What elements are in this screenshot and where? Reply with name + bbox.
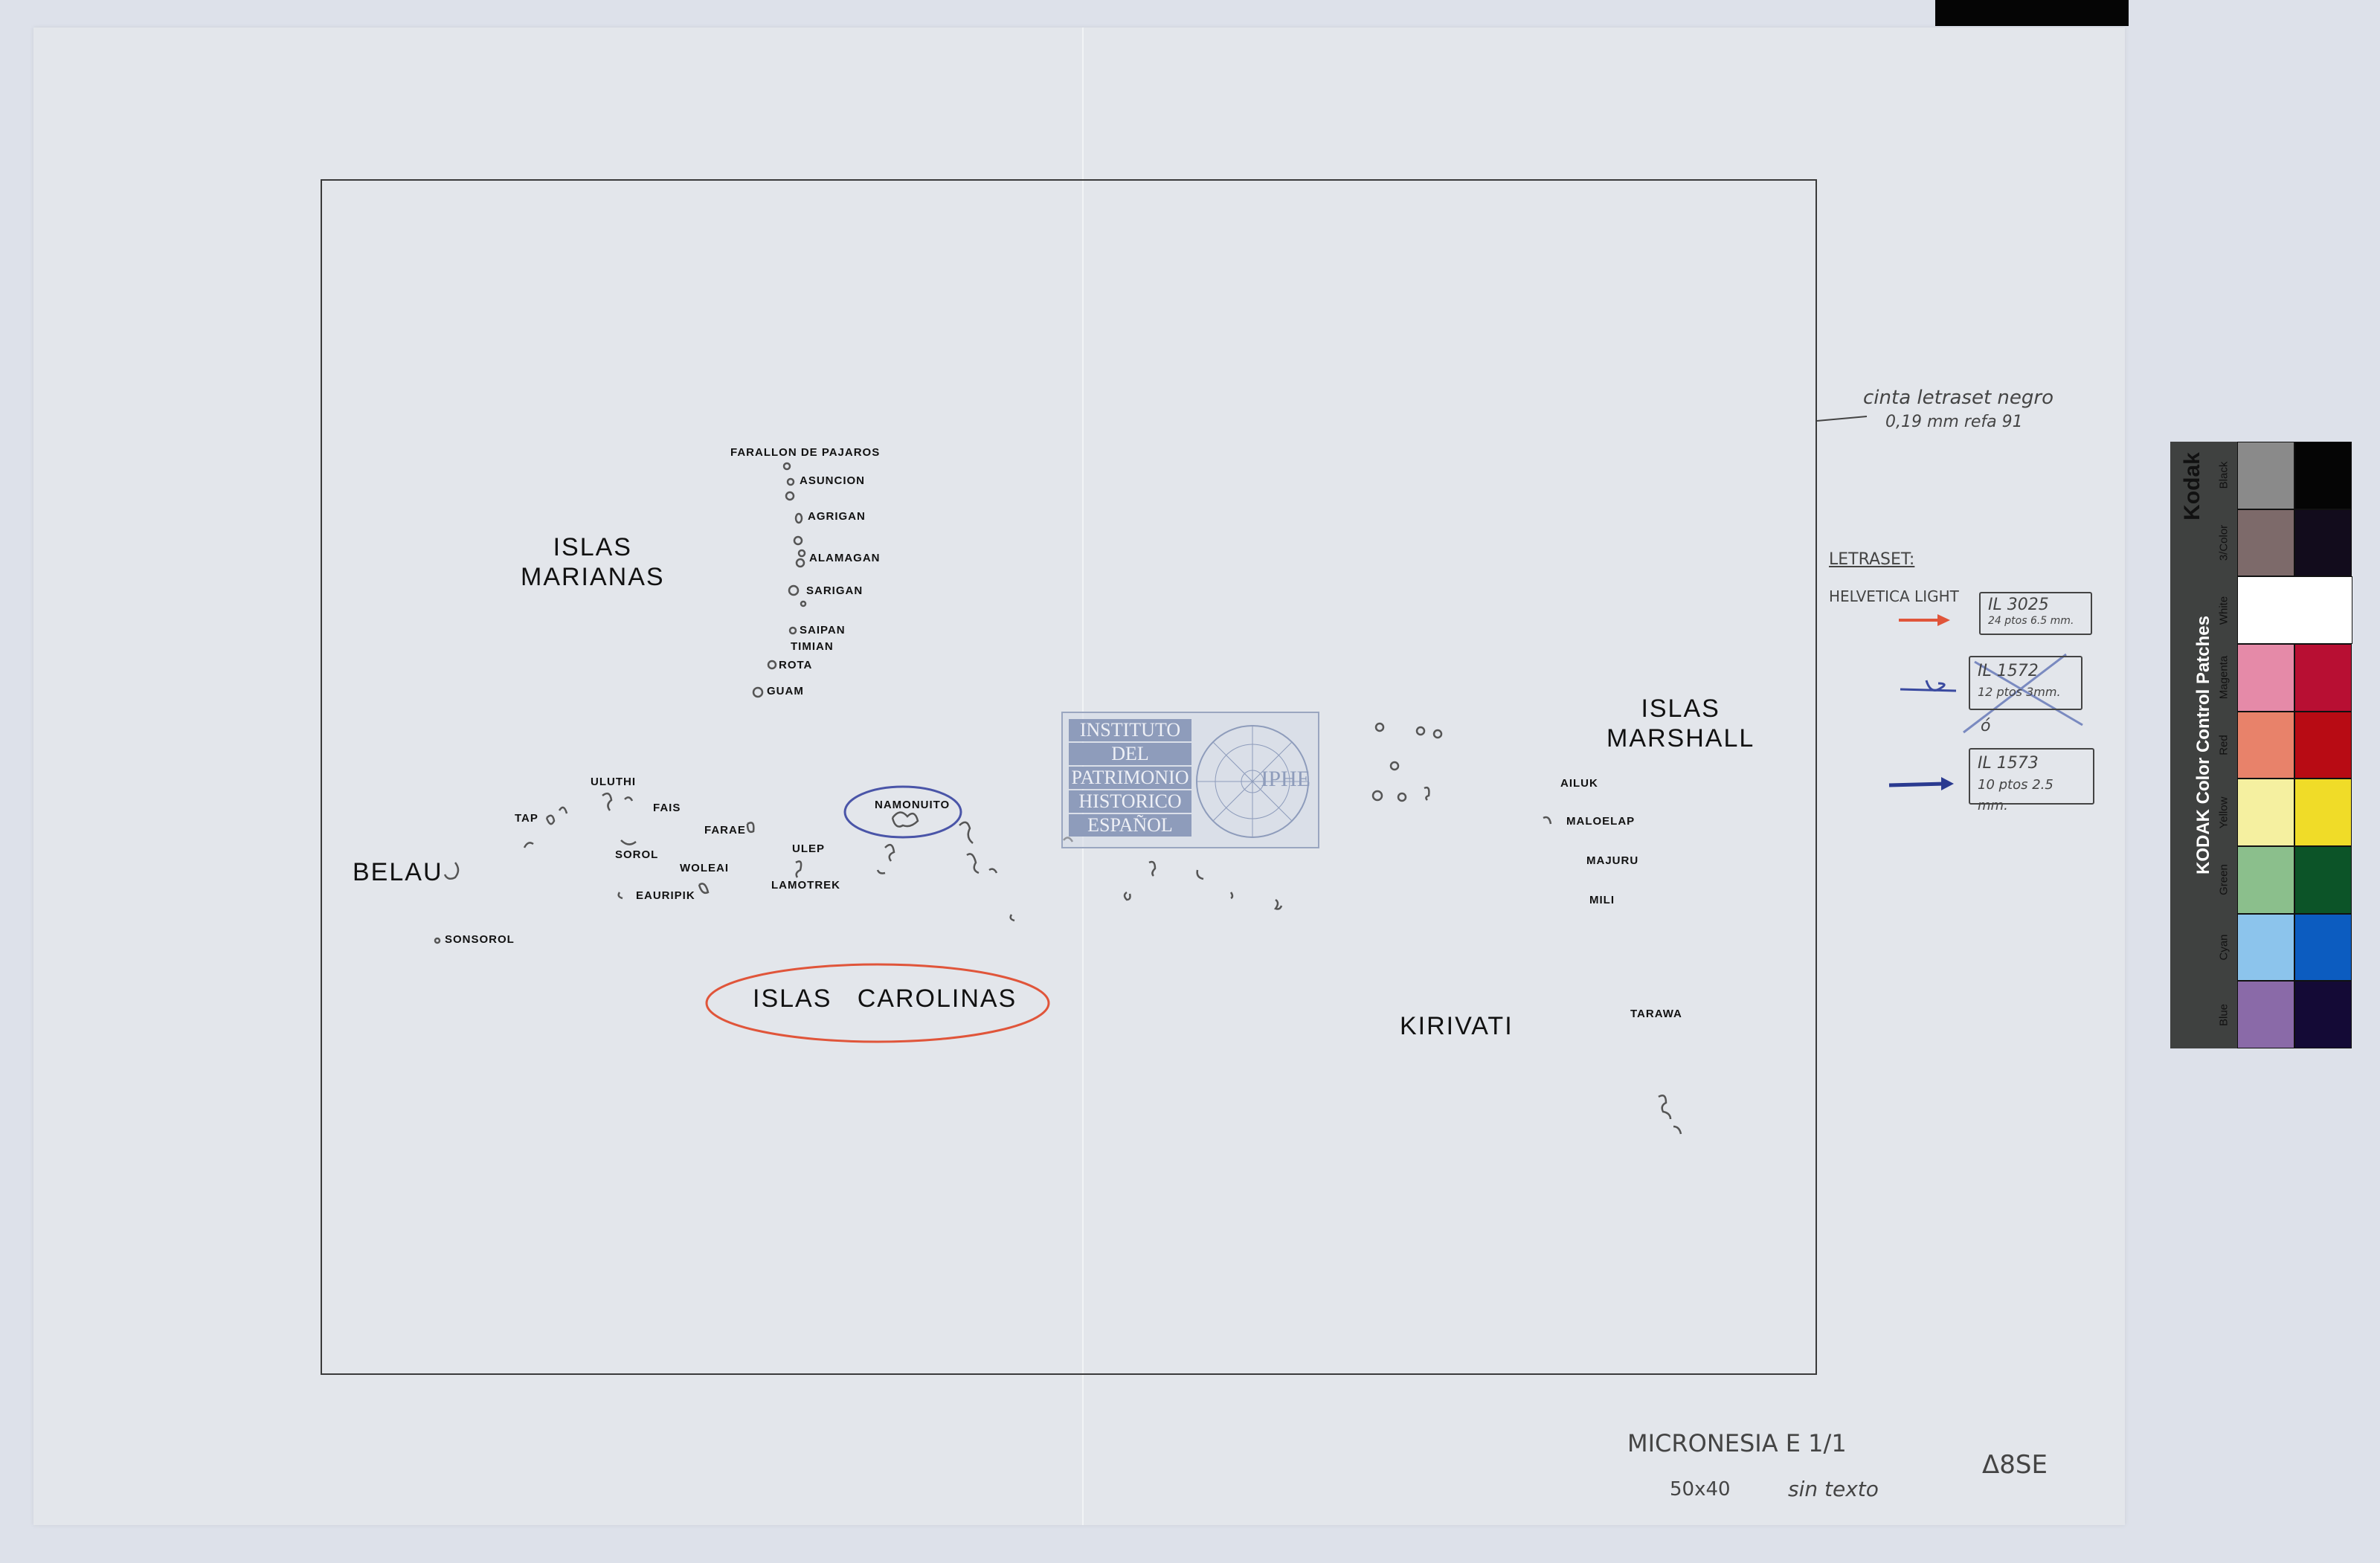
handwritten-note: cinta letraset negro: [1863, 387, 2054, 409]
map-frame: [321, 179, 1817, 1375]
patch-label: 3/Color: [2217, 524, 2231, 561]
letraset-box-1573: IL 1573 10 ptos 2.5 mm.: [1969, 748, 2094, 813]
red-arrow: [1899, 614, 1950, 626]
carolinas-red-circle: [705, 963, 1050, 1043]
island-label: EAURIPIK: [636, 889, 695, 902]
color-patch-blue-dark: [2294, 981, 2352, 1048]
stamp-line: HISTORICO: [1069, 790, 1191, 813]
box-code: IL 1573: [1978, 754, 2039, 773]
patch-label: Red: [2217, 735, 2231, 755]
box-size: 24 ptos 6.5 mm.: [1988, 615, 2074, 627]
kodak-color-control-strip: Kodak KODAK Color Control Patches Black 3…: [2170, 442, 2352, 1048]
box-size: 10 ptos 2.5 mm.: [1978, 777, 2053, 813]
patch-label: Cyan: [2217, 934, 2231, 961]
iphe-stamp: INSTITUTO DEL PATRIMONIO HISTORICO ESPAÑ…: [1061, 712, 1319, 848]
region-label-belau: BELAU: [353, 858, 443, 886]
island-label: ASUNCION: [800, 474, 866, 487]
color-patch-black-light: [2237, 442, 2294, 509]
island-label: GUAM: [767, 685, 804, 697]
stamp-line: ESPAÑOL: [1069, 814, 1191, 837]
island-label: AILUK: [1560, 777, 1598, 790]
handwritten-note: HELVETICA LIGHT: [1829, 587, 1959, 605]
color-patch-red-light: [2237, 711, 2294, 779]
island-label: SARIGAN: [806, 584, 863, 597]
kodak-ruler: Kodak KODAK Color Control Patches Black 3…: [2170, 442, 2237, 1048]
island-label: SAIPAN: [800, 624, 846, 637]
color-patch-white: [2237, 576, 2352, 644]
island-label: ALAMAGAN: [809, 552, 881, 564]
island-label: NAMONUITO: [875, 799, 951, 811]
sheet-size-note: 50x40: [1670, 1478, 1731, 1501]
handwritten-note: ó: [1981, 717, 1991, 735]
box-code: IL 3025: [1988, 596, 2049, 614]
island-label: MALOELAP: [1566, 815, 1636, 828]
color-patch-yellow-dark: [2294, 779, 2352, 846]
compass-rose-icon: [1196, 725, 1309, 838]
color-patch-green-light: [2237, 846, 2294, 914]
island-label: ULEP: [792, 842, 826, 855]
island-label: SONSOROL: [445, 933, 515, 946]
sheet-code-note: Δ8SE: [1982, 1450, 2048, 1480]
island-label: TARAWA: [1630, 1008, 1682, 1020]
blue-arrow: [1888, 777, 1954, 790]
color-patch-green-dark: [2294, 846, 2352, 914]
color-patch-3-color-dark: [2294, 509, 2352, 577]
island-label: AGRIGAN: [808, 510, 866, 523]
color-patch-magenta-dark: [2294, 644, 2352, 712]
island-label: ULUTHI: [591, 776, 636, 788]
island-label: FARALLON DE PAJAROS: [730, 446, 881, 459]
color-patch-yellow-light: [2237, 779, 2294, 846]
color-patch-black-dark: [2294, 442, 2352, 509]
stamp-line: DEL: [1069, 743, 1191, 765]
color-patch-magenta-light: [2237, 644, 2294, 712]
island-label: MAJURU: [1586, 854, 1639, 867]
kodak-logo: Kodak: [2180, 452, 2204, 521]
patch-label: Green: [2217, 864, 2231, 896]
cross-out-mark: [1963, 653, 2083, 734]
region-label-kirivati: KIRIVATI: [1400, 1012, 1514, 1040]
island-label: LAMOTREK: [771, 879, 840, 892]
patch-label: Magenta: [2217, 656, 2231, 700]
color-patch-3-color-light: [2237, 509, 2294, 577]
sheet-text-note: sin texto: [1788, 1477, 1879, 1501]
color-patch-blue-light: [2237, 981, 2294, 1048]
region-label-marshall: ISLAS MARSHALL: [1606, 695, 1755, 753]
iphe-abbr: IPHE: [1261, 767, 1310, 791]
color-patch-cyan-dark: [2294, 913, 2352, 982]
region-label-carolinas: ISLAS CAROLINAS: [753, 984, 1017, 1013]
color-patch-cyan-light: [2237, 913, 2294, 982]
stamp-line: PATRIMONIO: [1069, 767, 1191, 789]
stamp-line: INSTITUTO: [1069, 719, 1191, 741]
island-label: WOLEAI: [680, 862, 729, 874]
island-label: SOROL: [615, 848, 659, 861]
region-label-marianas: ISLAS MARIANAS: [521, 533, 665, 591]
patch-label: Black: [2217, 461, 2231, 489]
kodak-title: KODAK Color Control Patches: [2193, 615, 2213, 875]
scan-black-bar: [1935, 0, 2129, 26]
handwritten-note: 0,19 mm refa 91: [1885, 413, 2023, 431]
handwritten-note: LETRASET:: [1829, 550, 1915, 569]
box-code: IL 1572: [1978, 662, 2039, 680]
leader-line: [1816, 416, 1868, 422]
patch-label: Blue: [2217, 1003, 2231, 1026]
letraset-box-1572: IL 1572 12 ptos 3mm.: [1969, 656, 2082, 710]
box-size: 12 ptos 3mm.: [1978, 685, 2061, 699]
namonuito-blue-circle: [843, 785, 962, 839]
island-label: FAIS: [653, 802, 681, 814]
island-label: ROTA: [779, 659, 813, 671]
patch-label: Yellow: [2217, 796, 2231, 829]
blue-arrow-crossed: [1900, 680, 1957, 692]
iphe-stamp-text: INSTITUTO DEL PATRIMONIO HISTORICO ESPAÑ…: [1069, 719, 1191, 838]
island-label: TIMIAN: [791, 640, 834, 653]
color-patch-red-dark: [2294, 711, 2352, 779]
island-marks: [434, 462, 1682, 1135]
sheet-title-note: MICRONESIA E 1/1: [1627, 1429, 1847, 1457]
letraset-box-3025: IL 3025 24 ptos 6.5 mm.: [1979, 592, 2092, 635]
patch-label: White: [2217, 596, 2231, 625]
island-label: TAP: [515, 812, 538, 825]
island-label: MILI: [1589, 894, 1615, 906]
island-label: FARAE: [704, 824, 746, 837]
